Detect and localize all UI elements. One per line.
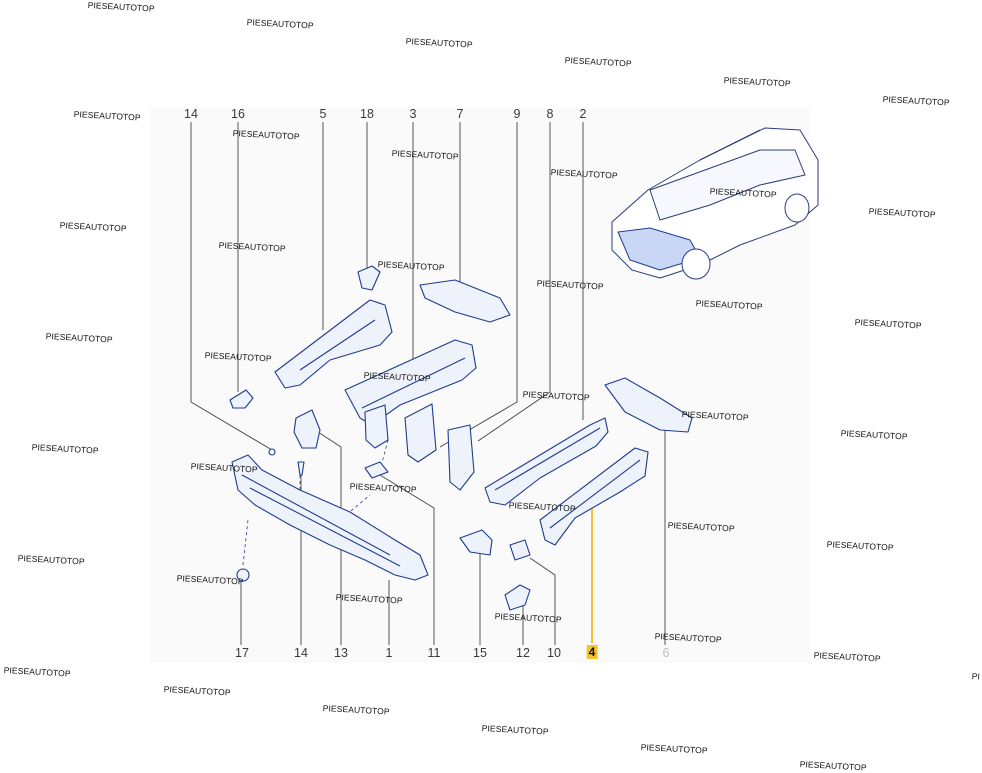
part-9-plate	[447, 424, 475, 491]
part-10-bracket	[509, 539, 531, 561]
leader-11	[379, 474, 435, 645]
callout-7: 7	[456, 107, 464, 121]
part-6-shield	[604, 377, 693, 433]
part-3-member	[344, 339, 477, 426]
part-12-bracket	[504, 584, 531, 611]
callout-2: 2	[579, 107, 587, 121]
callout-8: 8	[546, 107, 554, 121]
callout-4-highlighted: 4	[586, 645, 598, 659]
callout-14-bottom: 14	[294, 646, 308, 660]
leader-10	[529, 557, 556, 645]
leader-14-top	[190, 122, 273, 451]
callout-16: 16	[231, 107, 245, 121]
callout-5: 5	[319, 107, 327, 121]
part-5-rail	[274, 299, 393, 389]
callout-15: 15	[473, 646, 487, 660]
callout-6-faded: 6	[662, 646, 670, 660]
callout-11: 11	[427, 646, 441, 660]
callout-17: 17	[235, 646, 249, 660]
part-4-member	[539, 447, 649, 546]
watermark-cut: PI	[971, 671, 981, 682]
part-16-clip	[229, 389, 254, 409]
part-3-bracket	[364, 404, 389, 449]
part-18	[357, 265, 381, 291]
part-8-member	[484, 417, 609, 506]
part-11-clip	[364, 461, 389, 479]
car-wheel-front	[681, 248, 711, 280]
callout-13: 13	[334, 646, 348, 660]
callout-1: 1	[385, 646, 393, 660]
part-11-plate	[404, 403, 437, 463]
part-15-bracket	[459, 529, 493, 556]
part-17-grommet	[236, 568, 250, 582]
car-illustration	[611, 127, 819, 280]
watermark: PIESEAUTOTOP	[799, 759, 867, 773]
part-14-bolt	[268, 448, 276, 456]
car-wheel-rear	[784, 193, 810, 223]
callout-3: 3	[409, 107, 417, 121]
part-13-housing	[293, 409, 321, 449]
callout-18: 18	[360, 107, 374, 121]
leader-8	[477, 122, 551, 442]
part-14-screw	[297, 461, 305, 476]
leader-13	[317, 431, 342, 645]
callout-10: 10	[547, 646, 561, 660]
car-windows	[649, 149, 806, 221]
callout-9: 9	[513, 107, 521, 121]
part-7-shield	[419, 279, 511, 323]
parts	[229, 265, 693, 611]
callout-14-top: 14	[184, 107, 198, 121]
callout-12: 12	[516, 646, 530, 660]
